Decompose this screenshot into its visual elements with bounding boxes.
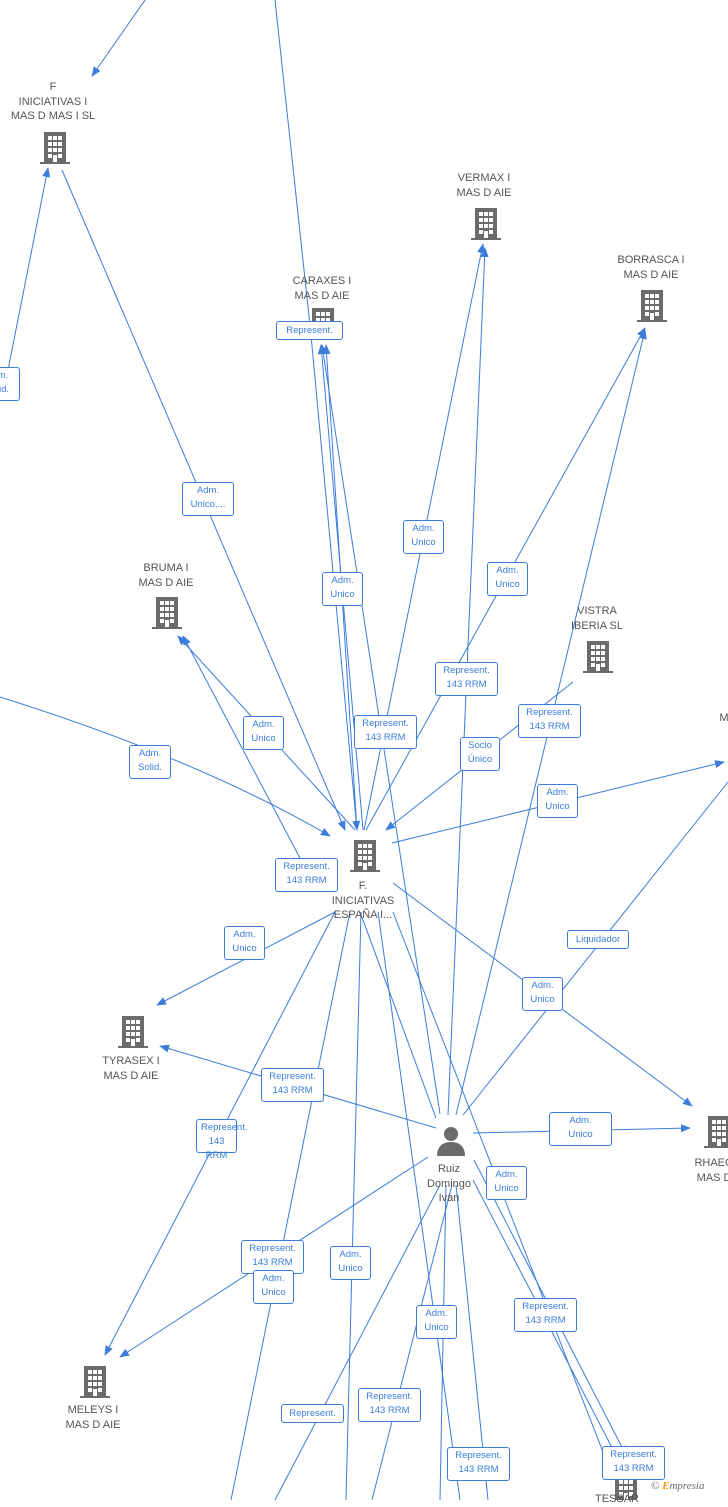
- edge-label-l14[interactable]: Represent. 143 RRM: [275, 858, 338, 892]
- edge-label-l12[interactable]: Adm. Solid.: [129, 745, 171, 779]
- edge-line: [0, 696, 331, 837]
- building-icon[interactable]: [704, 1116, 728, 1148]
- edge-label-l08[interactable]: Represent. 143 RRM: [518, 704, 581, 738]
- empresia-watermark: © Empresia: [651, 1480, 705, 1492]
- building-icon[interactable]: [40, 132, 70, 164]
- node-label-caraxes[interactable]: CARAXES I MAS D AIE: [292, 275, 352, 302]
- edge-label-l03[interactable]: Adm. Unico,...: [182, 482, 234, 516]
- edge-label-l04[interactable]: Adm. Unico: [403, 520, 444, 554]
- edge-line: [274, 0, 361, 831]
- node-label-rhaeg[interactable]: RHAEG MAS D: [694, 1157, 728, 1184]
- copyright-symbol: ©: [651, 1480, 660, 1492]
- edge-line: [7, 167, 51, 371]
- node-icons: [40, 132, 728, 1500]
- node-label-meleys[interactable]: MELEYS I MAS D AIE: [65, 1404, 121, 1431]
- node-label-vermax[interactable]: VERMAX I MAS D AIE: [456, 172, 512, 199]
- edge-label-l10[interactable]: Adm. Unico: [243, 716, 284, 750]
- edge-line: [345, 911, 362, 1500]
- node-label-fie[interactable]: F. INICIATIVAS ESPAÑA I...: [331, 880, 395, 921]
- edge-label-l16[interactable]: Liquidador: [567, 930, 629, 949]
- building-icon[interactable]: [583, 641, 613, 673]
- edge-label-l06[interactable]: Adm. Unico: [322, 572, 363, 606]
- node-label-borrasca[interactable]: BORRASCA I MAS D AIE: [617, 254, 685, 281]
- edge-label-l26[interactable]: Represent. 143 RRM: [514, 1298, 577, 1332]
- edge-label-l30[interactable]: Represent. 143 RRM: [602, 1446, 665, 1480]
- edge-label-l28[interactable]: Represent. 143 RRM: [358, 1388, 421, 1422]
- edge-line: [274, 1184, 441, 1500]
- edge-label-l17[interactable]: Adm. Unico: [522, 977, 563, 1011]
- edge-label-l13[interactable]: Adm. Unico: [537, 784, 578, 818]
- edge-label-l15[interactable]: Adm. Unico: [224, 926, 265, 960]
- brand-initial: E: [662, 1480, 670, 1492]
- building-icon[interactable]: [471, 208, 501, 240]
- node-label-ruiz[interactable]: Ruiz Domingo Ivan: [426, 1163, 472, 1204]
- node-label-tyrasex[interactable]: TYRASEX I MAS D AIE: [102, 1055, 160, 1082]
- edge-line: [91, 0, 146, 77]
- node-label-bruma[interactable]: BRUMA I MAS D AIE: [138, 562, 194, 589]
- edge-label-l18[interactable]: Represent. 143 RRM: [261, 1068, 324, 1102]
- edge-label-l22[interactable]: Represent. 143 RRM: [241, 1240, 304, 1274]
- building-icon[interactable]: [80, 1366, 110, 1398]
- person-icon[interactable]: [437, 1127, 465, 1156]
- edge-label-l24[interactable]: Adm. Unico: [253, 1270, 294, 1304]
- edge-line: [182, 635, 303, 863]
- edge-label-l05[interactable]: Adm. Unico: [487, 562, 528, 596]
- edge-label-l21[interactable]: Adm. Unico: [486, 1166, 527, 1200]
- edge-line: [230, 911, 351, 1500]
- edge-label-l27[interactable]: Represent.: [281, 1404, 344, 1423]
- edge-line: [439, 1184, 447, 1500]
- building-icon[interactable]: [118, 1016, 148, 1048]
- building-icon[interactable]: [152, 597, 182, 629]
- edge-label-l20[interactable]: Represent. 143 RRM: [196, 1119, 247, 1161]
- edge-line: [359, 911, 437, 1119]
- edge-label-l19[interactable]: Adm. Unico: [549, 1112, 612, 1146]
- edge-label-l23[interactable]: Adm. Unico: [330, 1246, 371, 1280]
- edge-label-l01[interactable]: m. lid.: [0, 367, 20, 401]
- node-label-tessar[interactable]: TESSAR: [594, 1493, 639, 1505]
- node-label-fim[interactable]: F INICIATIVAS I MAS D MAS I SL: [10, 81, 96, 122]
- edge-line: [377, 911, 461, 1500]
- node-label-m_right[interactable]: M: [719, 712, 728, 724]
- edge-label-l29[interactable]: Represent. 143 RRM: [447, 1447, 510, 1481]
- brand-name: mpresia: [669, 1480, 705, 1492]
- edge-label-l11[interactable]: Socio Único: [460, 737, 500, 771]
- edge-label-l25[interactable]: Adm. Unico: [416, 1305, 457, 1339]
- building-icon[interactable]: [350, 840, 380, 872]
- edge-line: [371, 1184, 453, 1500]
- building-icon[interactable]: [637, 290, 667, 322]
- edge-label-l07[interactable]: Represent. 143 RRM: [435, 662, 498, 696]
- edge-label-l09[interactable]: Represent. 143 RRM: [354, 715, 417, 749]
- node-label-vistra[interactable]: VISTRA IBERIA SL: [571, 605, 623, 632]
- edge-label-l02[interactable]: Represent.: [276, 321, 343, 340]
